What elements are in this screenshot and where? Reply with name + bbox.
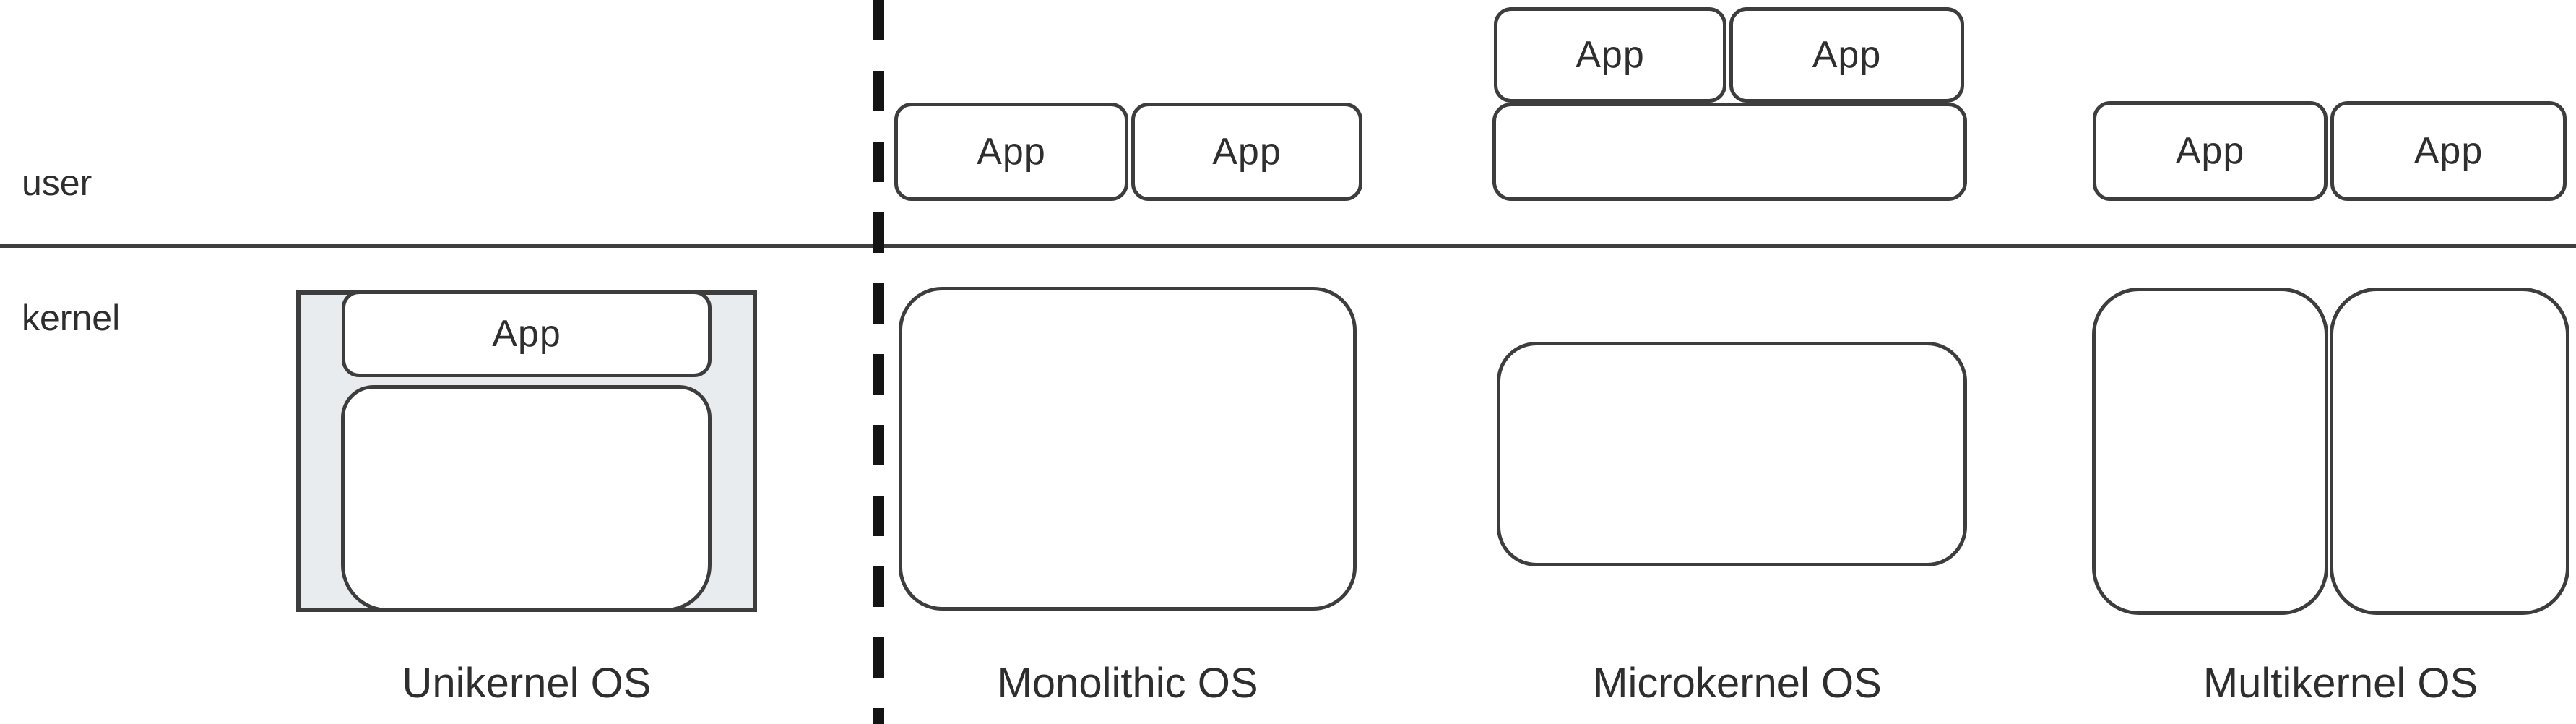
user-space-label: user: [22, 163, 92, 203]
microkernel-user-platform-box: [1492, 103, 1967, 201]
kernel-space-label: kernel: [22, 298, 121, 338]
monolithic-os-label: Monolithic OS: [997, 660, 1258, 707]
unikernel-kernel-box: [341, 385, 712, 612]
multikernel-app-label-2: App: [2413, 130, 2484, 172]
microkernel-os-label: Microkernel OS: [1593, 660, 1882, 707]
unikernel-app-label: App: [492, 313, 561, 355]
unikernel-separator-dashed-line: [873, 0, 884, 724]
monolithic-kernel-box: [899, 287, 1357, 611]
unikernel-app-box: App: [342, 290, 712, 377]
microkernel-app-box-1: App: [1494, 7, 1726, 103]
monolithic-app-box-1: App: [894, 103, 1128, 201]
microkernel-app-box-2: App: [1729, 7, 1964, 103]
user-kernel-divider-line: [0, 244, 2576, 248]
unikernel-os-label: Unikernel OS: [402, 660, 652, 707]
multikernel-os-label: Multikernel OS: [2203, 660, 2478, 707]
microkernel-app-label-1: App: [1576, 34, 1645, 76]
multikernel-kernel-box-2: [2330, 288, 2569, 615]
monolithic-app-box-2: App: [1131, 103, 1362, 201]
monolithic-app-label-1: App: [977, 131, 1046, 173]
multikernel-app-box-2: App: [2330, 101, 2567, 201]
microkernel-kernel-box: [1497, 342, 1967, 566]
multikernel-app-label-1: App: [2175, 130, 2245, 172]
multikernel-app-box-1: App: [2093, 101, 2328, 201]
monolithic-app-label-2: App: [1212, 131, 1281, 173]
microkernel-app-label-2: App: [1812, 34, 1882, 76]
multikernel-kernel-box-1: [2092, 288, 2328, 615]
